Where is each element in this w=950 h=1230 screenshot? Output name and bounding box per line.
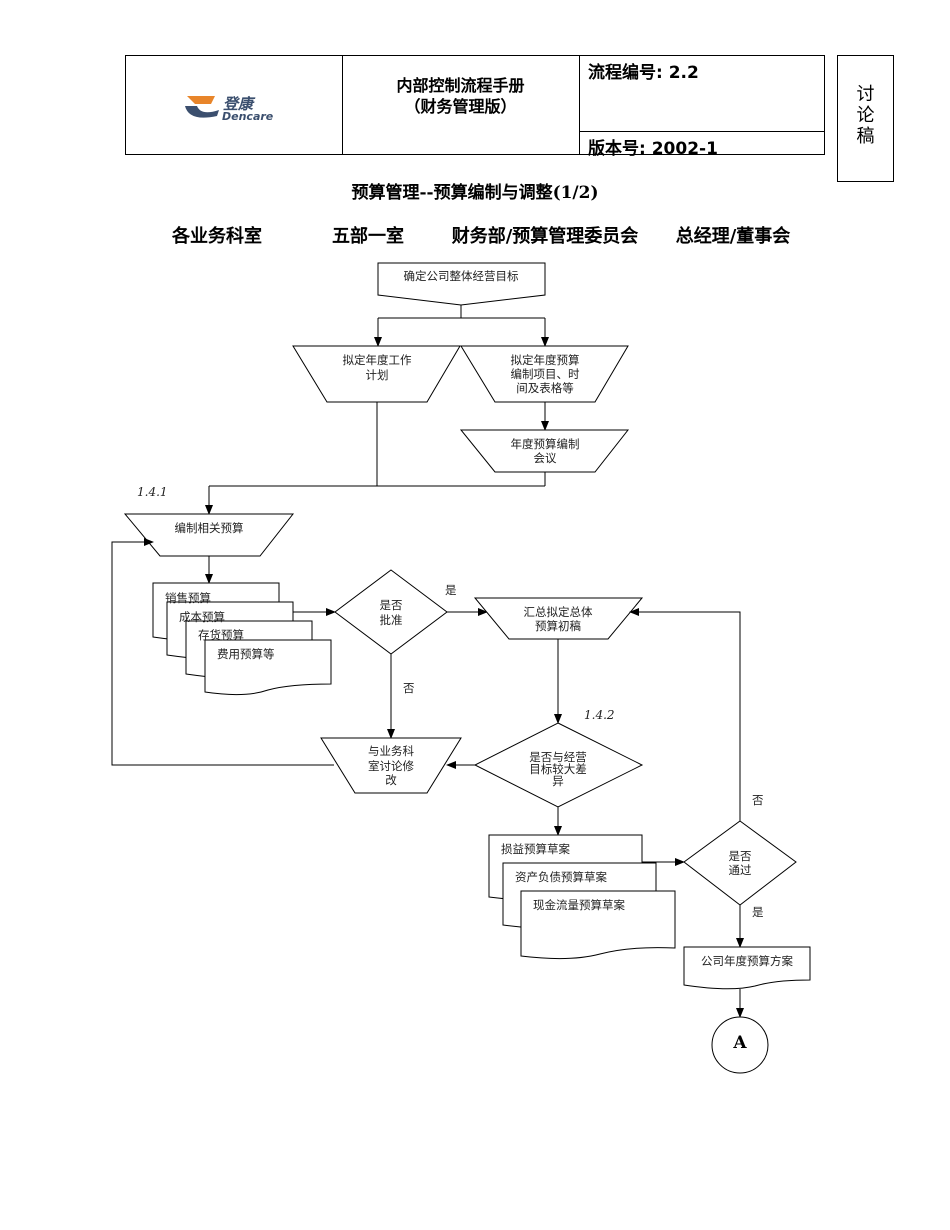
summary-text: 汇总拟定总体 <box>524 605 593 619</box>
doc-shape <box>204 639 332 696</box>
discuss-text: 室讨论修 <box>368 759 414 773</box>
manual-subtitle: （财务管理版） <box>404 97 517 116</box>
step-label-141: 1.4.1 <box>137 485 168 499</box>
draft-label: 资产负债预算草案 <box>515 870 607 884</box>
meeting-text: 年度预算编制 <box>511 437 580 451</box>
diff-text: 异 <box>552 774 564 788</box>
approve-text: 批准 <box>380 613 403 627</box>
compile-text: 编制相关预算 <box>175 521 244 535</box>
discuss-text: 改 <box>385 773 397 787</box>
work-plan-shape <box>292 345 461 403</box>
doc-label: 销售预算 <box>165 591 211 605</box>
doc-label: 费用预算等 <box>217 647 275 661</box>
logo-en: Dencare <box>222 110 274 123</box>
process-number: 流程编号: 2.2 <box>588 63 699 83</box>
company-logo: 登康 Dencare <box>181 92 276 126</box>
yes-label: 是 <box>445 583 457 597</box>
approve-text: 是否 <box>380 598 403 612</box>
discuss-shape <box>320 737 462 794</box>
yes-label: 是 <box>752 905 764 919</box>
budget-items-text: 编制项目、时 <box>511 367 580 381</box>
draft-char: 讨 <box>856 84 875 105</box>
doc-label: 存货预算 <box>198 628 244 642</box>
lane-board: 总经理/董事会 <box>675 226 791 247</box>
work-plan-text: 计划 <box>366 368 389 382</box>
draft-stamp: 讨 论 稿 <box>837 55 894 182</box>
budget-items-text: 间及表格等 <box>516 381 574 395</box>
draft-char: 稿 <box>856 126 875 147</box>
draft-char: 论 <box>856 105 875 126</box>
final-text: 公司年度预算方案 <box>701 954 793 968</box>
connector-label: A <box>732 1033 747 1053</box>
pass-text: 通过 <box>729 863 752 877</box>
lane-business: 各业务科室 <box>172 226 262 247</box>
header-table: 登康 Dencare 内部控制流程手册 （财务管理版） 流程编号: 2.2 版本… <box>125 55 825 159</box>
pass-text: 是否 <box>729 849 752 863</box>
work-plan-text: 拟定年度工作 <box>343 353 412 367</box>
budget-items-text: 拟定年度预算 <box>511 353 580 367</box>
no-label: 否 <box>752 793 764 807</box>
budget-items-shape <box>460 345 629 403</box>
draft-label: 损益预算草案 <box>501 842 570 856</box>
connector-circle <box>711 1016 769 1074</box>
lane-finance: 财务部/预算管理委员会 <box>451 226 639 247</box>
summary-shape <box>473 597 644 640</box>
diff-text: 是否与经营 <box>529 750 587 764</box>
summary-text: 预算初稿 <box>535 619 581 633</box>
doc-label: 成本预算 <box>179 610 225 624</box>
start-text: 确定公司整体经营目标 <box>404 269 519 283</box>
draft-doc-shape <box>520 890 676 960</box>
manual-title: 内部控制流程手册 <box>396 76 525 95</box>
meeting-shape <box>459 429 630 473</box>
version-number: 版本号: 2002-1 <box>588 139 718 159</box>
no-label: 否 <box>403 681 415 695</box>
meeting-text: 会议 <box>534 451 557 465</box>
draft-label: 现金流量预算草案 <box>533 898 625 912</box>
diff-text: 目标较大差 <box>529 762 587 776</box>
step-label-142: 1.4.2 <box>584 708 615 722</box>
final-doc-shape <box>683 946 811 990</box>
logo-cn: 登康 <box>223 95 254 113</box>
approve-diamond <box>334 569 448 655</box>
lane-five-dept: 五部一室 <box>332 226 404 247</box>
start-box <box>377 262 546 306</box>
discuss-text: 与业务科 <box>368 744 414 758</box>
page-title: 预算管理--预算编制与调整(1/2) <box>351 183 599 203</box>
